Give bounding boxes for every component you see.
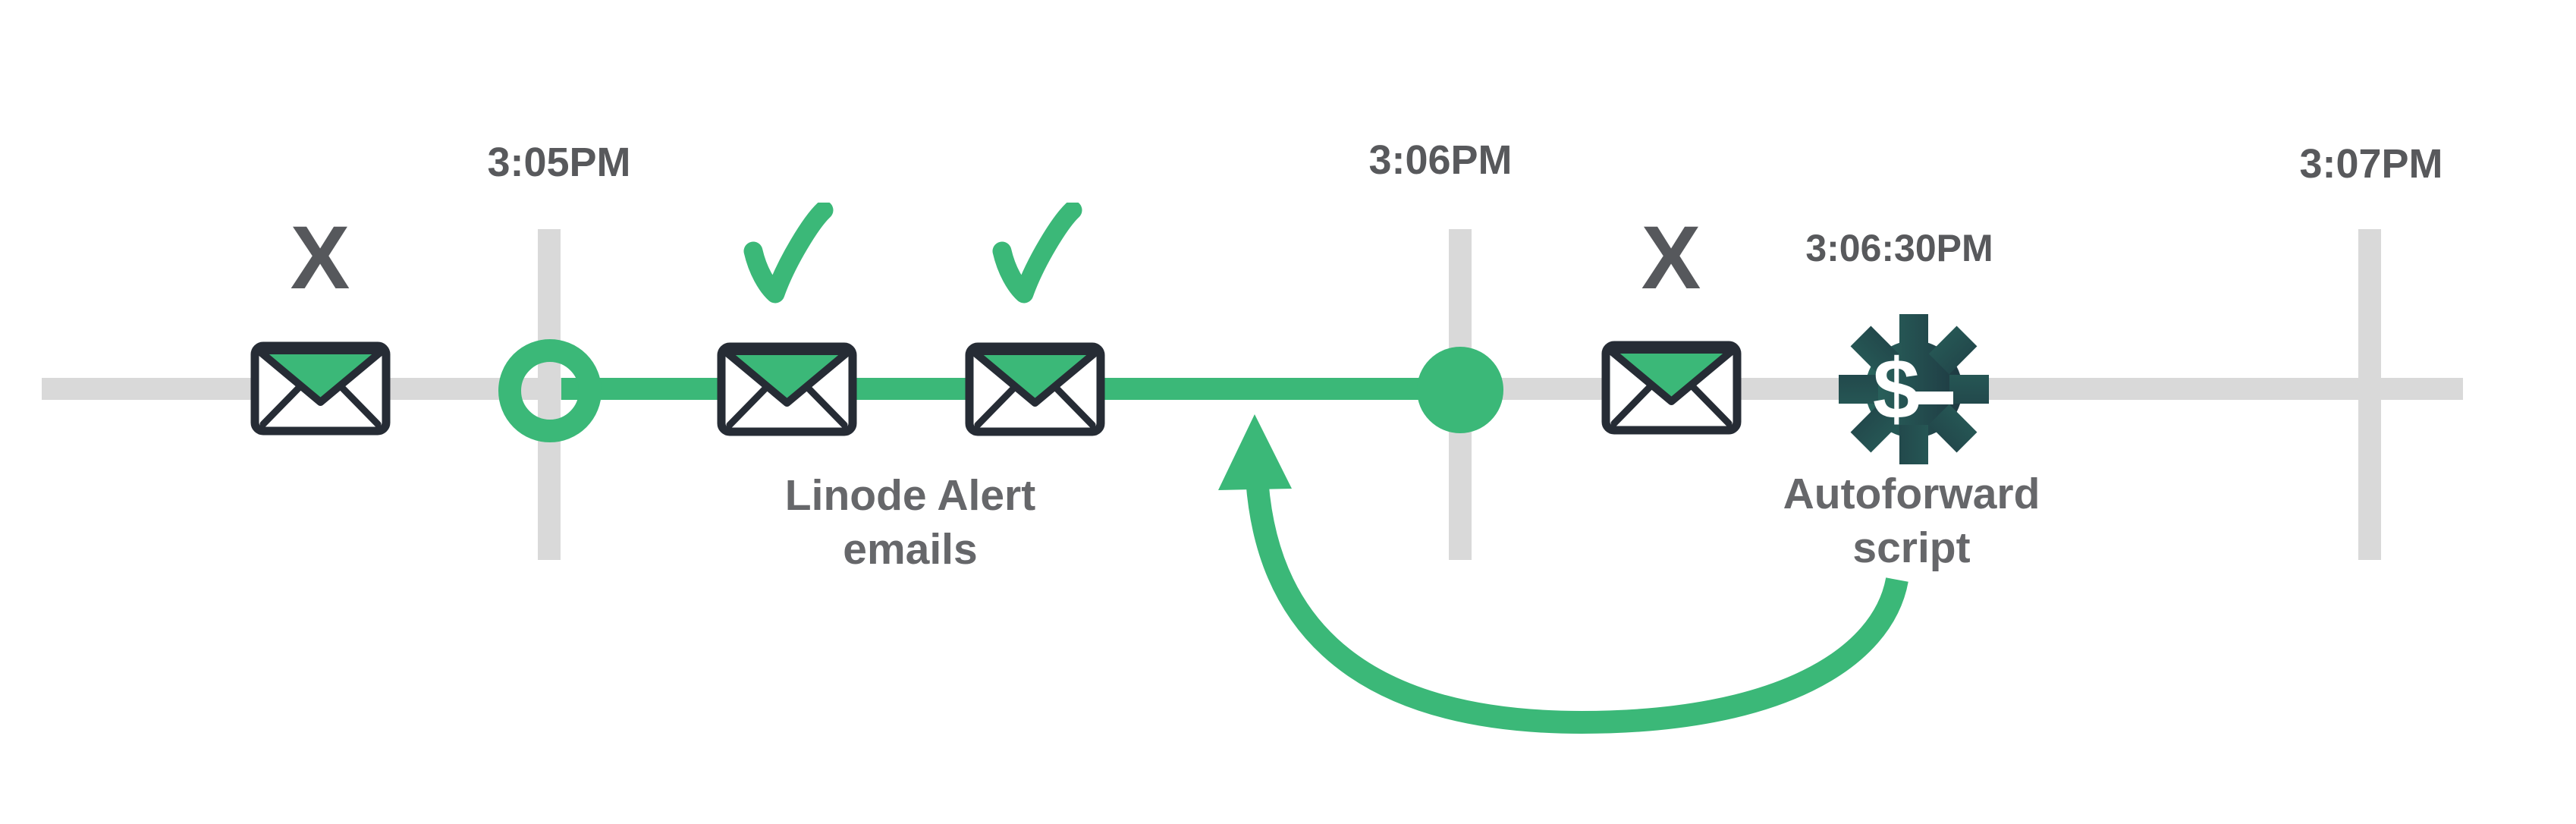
- email-icon: [717, 342, 857, 436]
- time-label-3-05pm: 3:05PM: [487, 140, 631, 185]
- shell-prompt-cursor: [1916, 392, 1953, 404]
- tick-3-07pm: [2358, 229, 2381, 560]
- shell-prompt-symbol: $: [1872, 341, 1921, 436]
- time-label-3-06-30pm: 3:06:30PM: [1805, 227, 1993, 269]
- caption-line: Autoforward: [1783, 470, 2040, 518]
- time-label-3-06pm: 3:06PM: [1368, 137, 1513, 183]
- time-label-3-07pm: 3:07PM: [2299, 141, 2443, 187]
- interval-start-ring: [498, 339, 602, 442]
- failed-x-mark: X: [290, 208, 350, 308]
- email-icon: [1601, 341, 1742, 435]
- email-icon: [250, 341, 391, 436]
- autoforward-script-gear-icon: [1839, 314, 1989, 464]
- email-icon: [965, 342, 1105, 436]
- caption-line: Linode Alert: [784, 471, 1036, 520]
- delivered-checkmark-icon: [992, 203, 1082, 303]
- caption-line: script: [1852, 524, 1971, 572]
- delivered-checkmark-icon: [743, 203, 834, 303]
- interval-end-dot: [1417, 347, 1503, 433]
- autoforward-script-caption: Autoforward script: [1684, 467, 2139, 575]
- loopback-arrow: [1218, 414, 1908, 734]
- failed-x-mark: X: [1641, 208, 1701, 308]
- caption-line: emails: [843, 525, 978, 574]
- linode-alert-emails-caption: Linode Alert emails: [683, 469, 1138, 577]
